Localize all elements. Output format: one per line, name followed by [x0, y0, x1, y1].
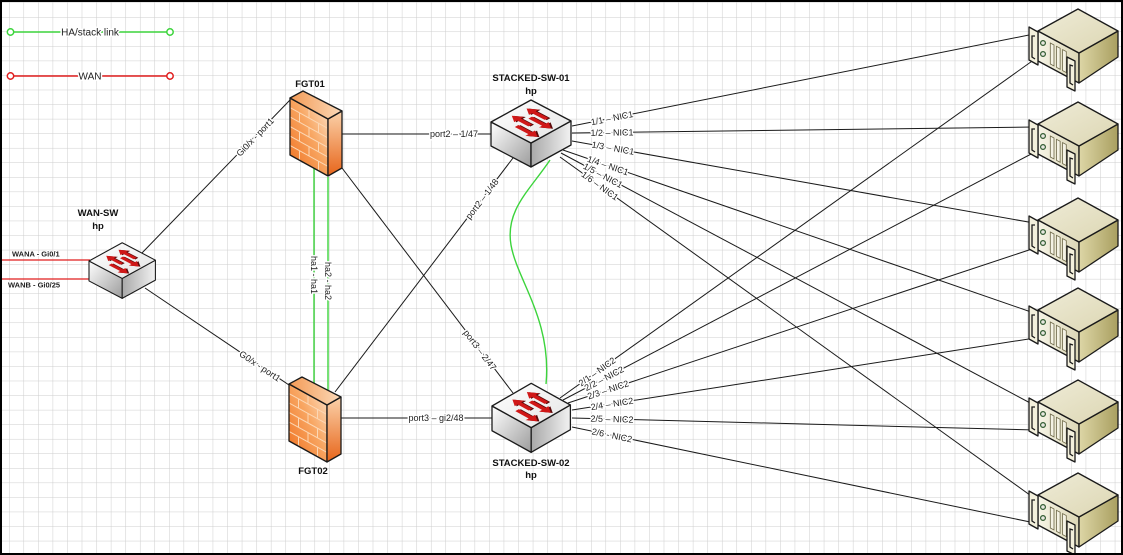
endpoint-circle-icon	[166, 72, 174, 80]
legend-item-wan: WAN	[6, 70, 174, 84]
link-label-ha2: ha2 - ha2	[323, 262, 333, 300]
link-sw01-server2-nic1	[571, 126, 1035, 134]
endpoint-circle-icon	[6, 72, 15, 80]
device-name: WAN-SW	[78, 208, 119, 219]
endpoint-circle-icon	[166, 28, 174, 36]
link-label-fgt01-sw01: port2 – 1/47	[430, 129, 478, 139]
link-sw02-server1-nic2	[559, 58, 1036, 399]
link-label-fgt02-sw02: port3 – gi2/48	[408, 413, 463, 423]
endpoint-circle-icon	[6, 28, 15, 36]
link-sw01-server1-nic1	[571, 33, 1035, 127]
link-sw01-server5-nic1	[560, 152, 1035, 406]
device-name: FGT01	[295, 79, 325, 90]
legend-ha-label: HA/stack link	[61, 28, 120, 39]
nic2-links	[559, 58, 1036, 524]
device-vendor: hp	[525, 86, 537, 97]
link-wan-sw-fgt02	[144, 287, 290, 386]
link-fgt02-sw01	[334, 157, 514, 393]
device-name: FGT02	[298, 466, 328, 477]
link-fgt01-sw02	[341, 167, 514, 394]
link-sw02-server2-nic2	[562, 151, 1036, 401]
link-label-nic1: 1/2 – NIC1	[590, 127, 633, 138]
device-stacked-sw-01: STACKED-SW-01 hp	[490, 73, 572, 168]
link-label-ha1: ha1 - ha1	[309, 256, 319, 294]
device-fgt02: FGT02	[288, 376, 342, 477]
link-label-wana: WANA - Gi0/1	[12, 250, 60, 259]
link-label-nic2: 2/5 – NIC2	[590, 414, 633, 425]
device-vendor: hp	[525, 470, 537, 481]
core-links	[0, 99, 551, 419]
legend-wan-label: WAN	[79, 72, 102, 83]
link-sw02-server4-nic2	[571, 337, 1036, 411]
device-wan-sw: WAN-SW hp	[78, 208, 156, 299]
device-name: STACKED-SW-02	[492, 458, 569, 469]
link-wan-sw-fgt01	[140, 99, 291, 255]
link-label-wanb: WANB - Gi0/25	[8, 281, 60, 290]
link-sw01-server4-nic1	[562, 149, 1035, 314]
device-name: STACKED-SW-01	[492, 73, 570, 84]
device-fgt01: FGT01	[289, 79, 343, 177]
link-sw01-server3-nic1	[571, 140, 1035, 224]
link-stack	[509, 159, 551, 385]
link-sw02-server3-nic2	[567, 247, 1036, 404]
legend-item-ha-stack-link: HA/stack link	[6, 26, 174, 40]
device-vendor: hp	[92, 221, 104, 232]
link-sw02-server6-nic2	[571, 426, 1036, 524]
device-stacked-sw-02: STACKED-SW-02 hp	[491, 382, 572, 481]
legend: HA/stack link WAN	[6, 26, 174, 84]
link-sw02-server5-nic2	[571, 417, 1036, 431]
